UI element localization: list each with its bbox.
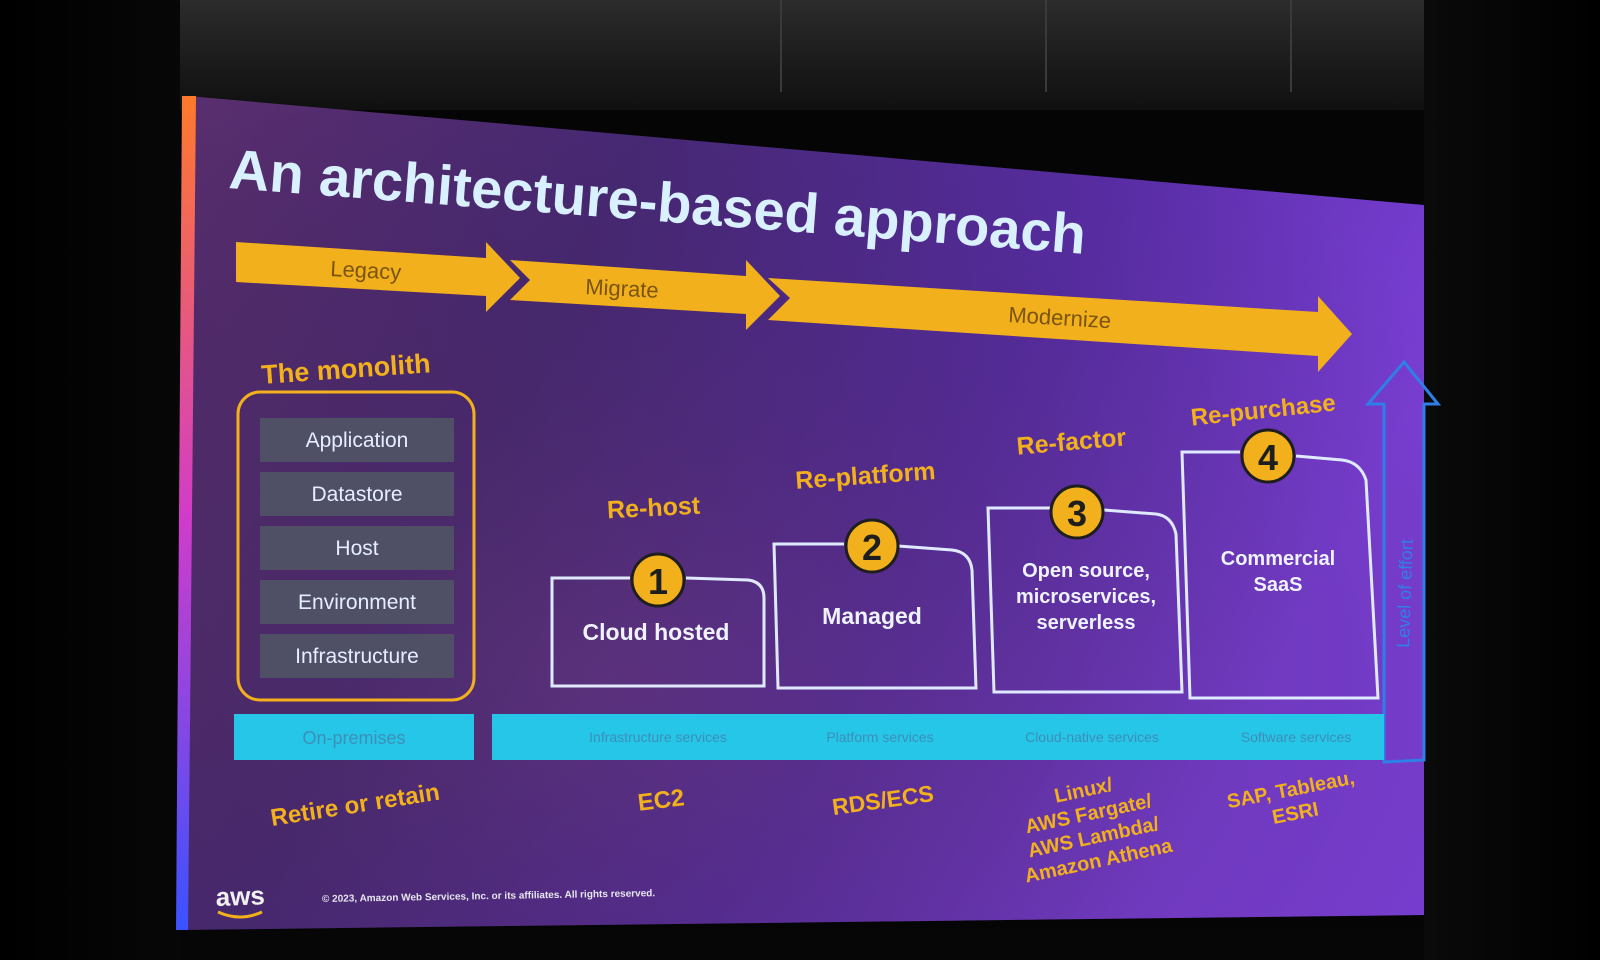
strategy-box [1180,450,1380,700]
badge-number: 3 [1067,493,1087,534]
strategy-box-label: Cloud hosted [583,619,730,645]
ceiling-seam [1290,0,1292,92]
strategy-box [550,576,766,688]
ceiling-seam [1045,0,1047,92]
layer-datastore [260,472,454,516]
phase-arrow-legacy: Legacy [236,242,520,312]
services-label: Platform services [826,729,933,745]
layer-label: Infrastructure [295,645,419,668]
layer-infrastructure [260,634,454,678]
dark-wall-right [1424,0,1600,960]
layer-label: Host [335,537,378,560]
cloud-services-band [492,714,1384,760]
layer-application [260,418,454,462]
badge-number: 4 [1258,437,1278,478]
layer-label: Environment [298,591,416,614]
strategy-rehost: Re-host 1 Cloud hosted [550,492,766,688]
services-label: Infrastructure services [589,729,727,745]
monolith-frame [236,390,476,702]
number-badge [1049,484,1105,540]
layer-label: Application [306,429,409,452]
strategy-box-label: Commercial SaaS [1220,548,1336,596]
strategy-refactor: Re-factor 3 Open source, microservices, … [986,423,1184,694]
strategy-box-label: Open source, microservices, serverless [1015,560,1157,634]
number-badge [1240,428,1296,484]
layer-label: Datastore [311,483,402,506]
badge-number: 1 [648,561,668,602]
badge-number: 2 [862,527,882,568]
monolith-layers: Application Datastore Host Environment I… [260,418,454,678]
level-of-effort-arrow: Level of effort [1364,359,1442,764]
aws-logo: aws [215,880,265,912]
strategy-box-text: Commercial SaaS [1220,548,1336,596]
dark-wall-left [0,0,180,960]
phase-label-legacy: Legacy [330,256,402,285]
aws-logo-smile [217,910,263,919]
phase-arrow-migrate: Migrate [510,260,780,330]
strategy-box [772,542,978,690]
layer-environment [260,580,454,624]
effort-label: Level of effort [1393,539,1417,648]
ceiling-seam [780,0,782,92]
number-badge [630,552,686,608]
example-ec2: EC2 [636,784,686,816]
phase-label-migrate: Migrate [585,274,660,303]
layer-host [260,526,454,570]
strategy-box-text: Open source, microservices, serverless [1015,560,1157,634]
strategy-name: Re-host [606,492,701,525]
services-label: Software services [1241,729,1351,745]
services-label: Cloud-native services [1025,729,1159,745]
on-premises-band [234,714,474,760]
strategy-box-label: Managed [822,603,922,629]
ceiling [180,0,1424,110]
strategy-box [986,506,1184,694]
floor-shadow [180,930,1424,960]
phase-arrow-modernize: Modernize [768,278,1352,372]
on-premises-label: On-premises [302,728,405,748]
slide-edge-glow [176,96,196,930]
number-badge [844,518,900,574]
